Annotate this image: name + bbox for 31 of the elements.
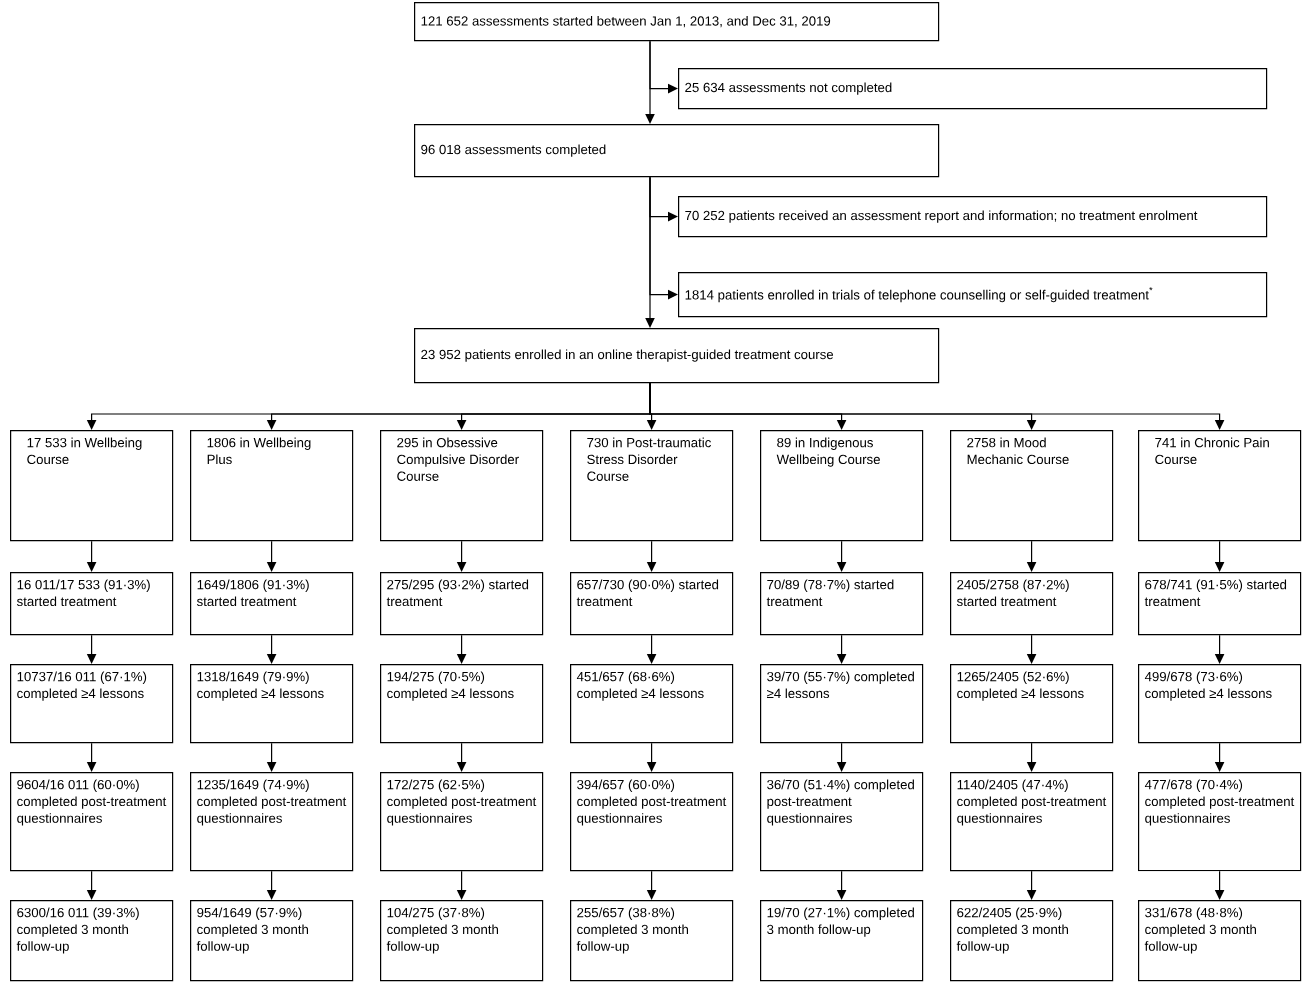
arrow xyxy=(266,742,277,772)
arrow xyxy=(86,742,97,772)
arrow xyxy=(266,870,277,900)
arrow xyxy=(1026,540,1037,572)
arrow xyxy=(1026,634,1037,664)
arrow xyxy=(1026,870,1037,900)
arrow xyxy=(646,540,657,572)
arrow xyxy=(1214,634,1225,664)
arrow xyxy=(646,742,657,772)
arrow xyxy=(645,176,655,328)
arrow xyxy=(836,870,847,900)
arrow xyxy=(1026,742,1037,772)
arrow xyxy=(1214,870,1225,900)
arrow xyxy=(456,634,467,664)
arrow xyxy=(836,634,847,664)
arrow xyxy=(836,742,847,772)
arrow xyxy=(86,634,97,664)
arrow xyxy=(266,634,277,664)
arrow xyxy=(1214,540,1225,572)
arrow xyxy=(456,870,467,900)
arrow xyxy=(1214,742,1225,772)
arrow xyxy=(86,870,97,900)
arrow xyxy=(86,540,97,572)
arrow xyxy=(836,540,847,572)
arrow xyxy=(266,540,277,572)
arrow xyxy=(645,40,655,124)
arrow xyxy=(456,742,467,772)
arrow xyxy=(646,634,657,664)
arrow xyxy=(649,382,1225,430)
arrow xyxy=(456,540,467,572)
arrow xyxy=(646,870,657,900)
